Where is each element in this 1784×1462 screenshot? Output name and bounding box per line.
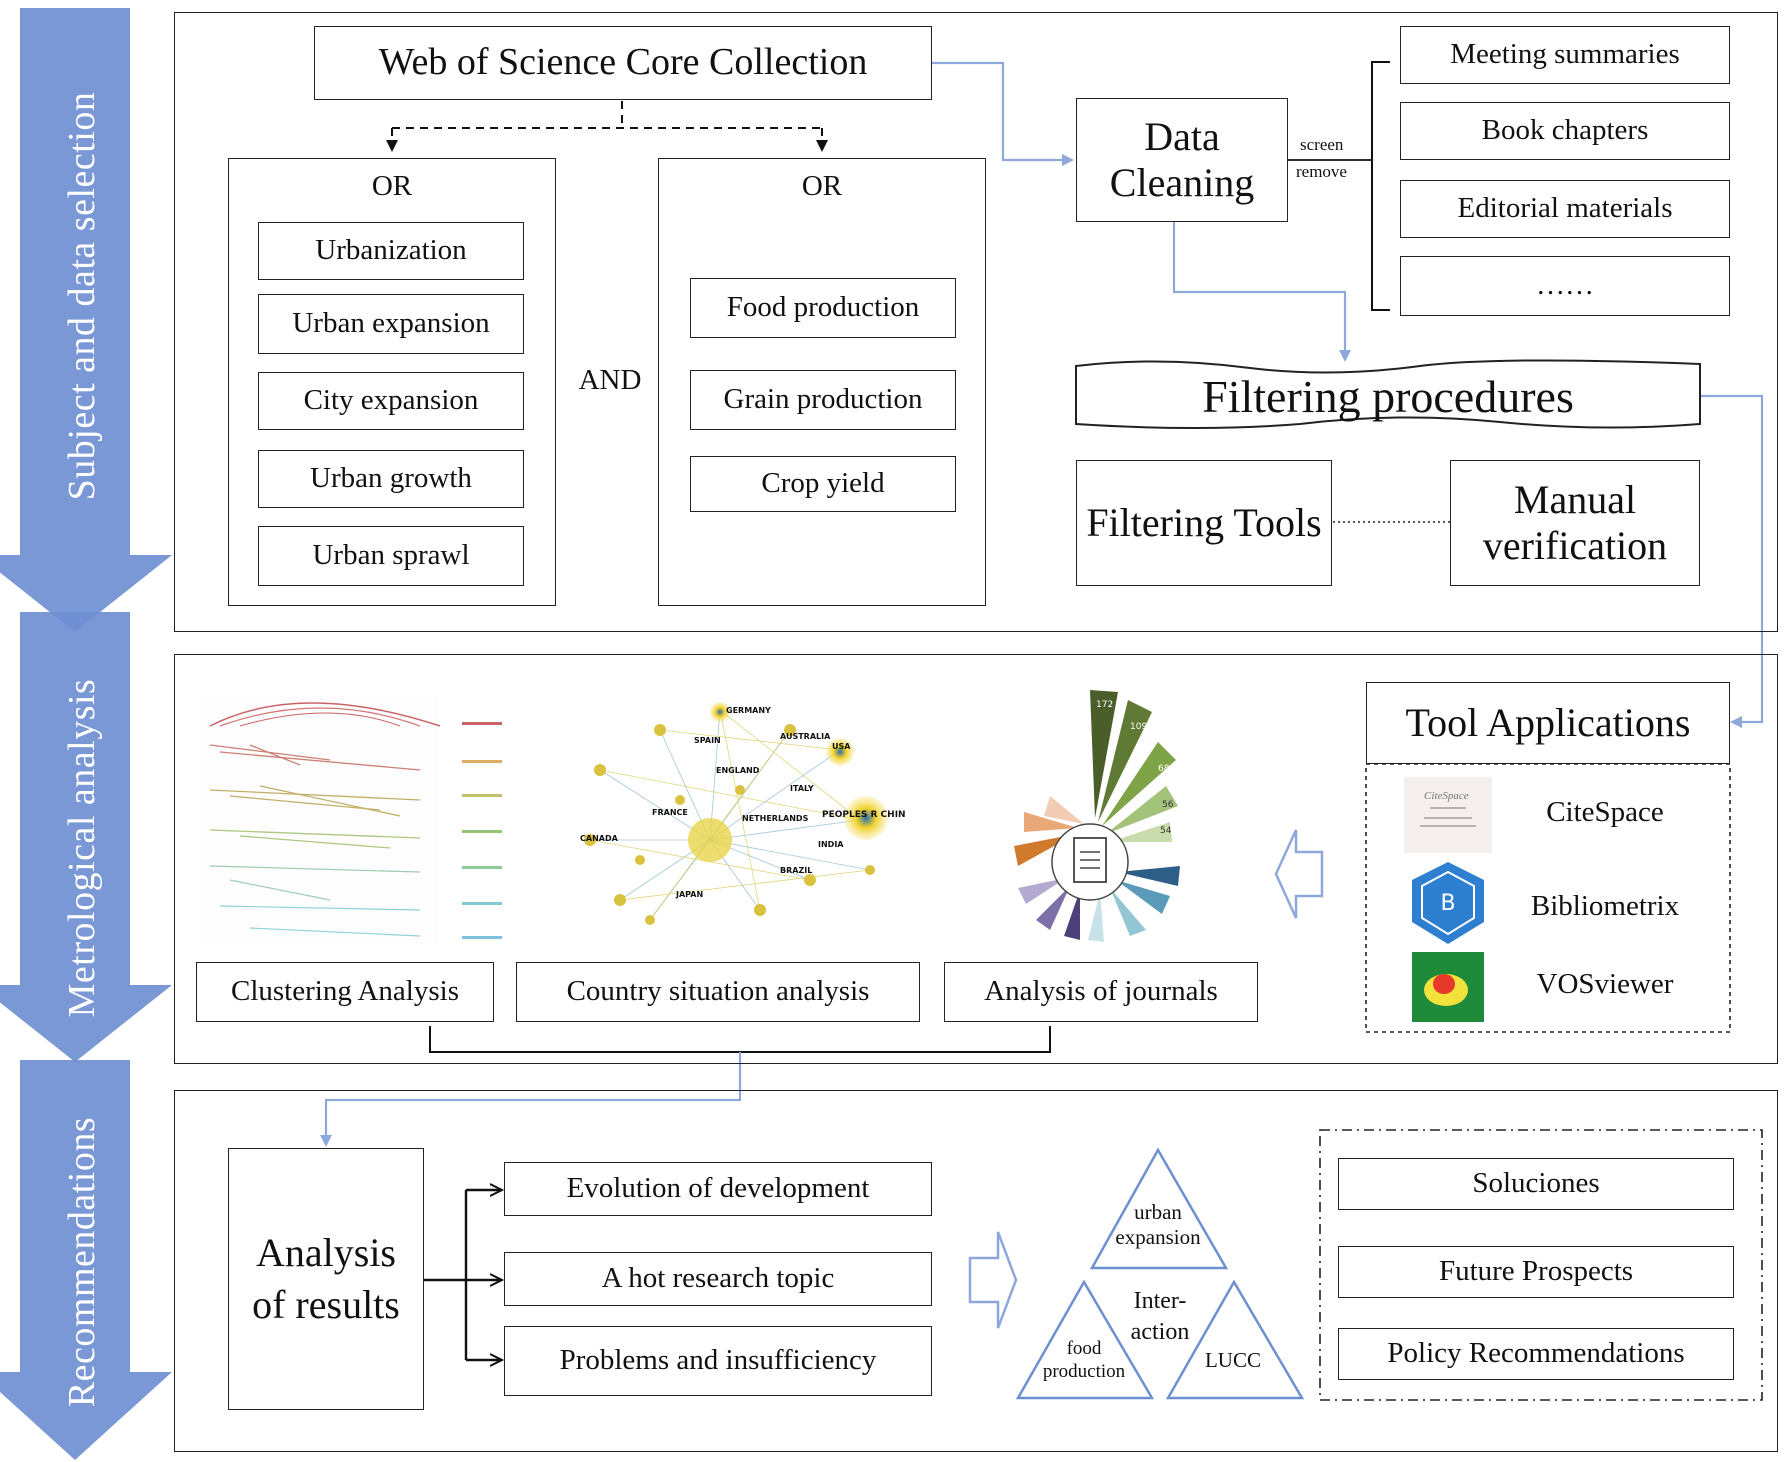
citespace-logo-text: CiteSpace xyxy=(1424,790,1469,802)
network-label-england: ENGLAND xyxy=(716,766,760,775)
triangle-right xyxy=(1165,1279,1305,1400)
term-grain-production: Grain production xyxy=(690,370,956,430)
network-label-canada: CANADA xyxy=(580,834,618,843)
outcome-evolution: Evolution of development xyxy=(504,1162,932,1216)
country-analysis-box: Country situation analysis xyxy=(516,962,920,1022)
filtering-to-tools-connector xyxy=(1700,394,1764,728)
term-urbanization: Urbanization xyxy=(258,222,524,280)
journals-analysis-box: Analysis of journals xyxy=(944,962,1258,1022)
network-label-italy: ITALY xyxy=(790,784,814,793)
removed-editorial-materials: Editorial materials xyxy=(1400,180,1730,238)
proposal-solutions: Soluciones xyxy=(1338,1158,1734,1210)
stage-arrow-1 xyxy=(0,8,172,632)
journal-value-5: 54 xyxy=(1160,826,1172,836)
term-urban-expansion: Urban expansion xyxy=(258,294,524,354)
term-urban-sprawl: Urban sprawl xyxy=(258,526,524,586)
stage-label-selection: Subject and data selection xyxy=(61,91,103,501)
term-food-production: Food production xyxy=(690,278,956,338)
svg-text:B: B xyxy=(1440,891,1455,916)
hollow-left-arrow xyxy=(1274,829,1324,919)
right-term-group xyxy=(658,158,986,606)
network-label-france: FRANCE xyxy=(652,808,688,817)
bibliometrix-logo-icon: B xyxy=(1412,862,1484,944)
filtering-tools-box: Filtering Tools xyxy=(1076,460,1332,586)
filtering-procedures-title: Filtering procedures xyxy=(1202,371,1574,422)
stage-arrow-3 xyxy=(0,1060,172,1460)
tool-citespace: CiteSpace xyxy=(1546,796,1664,828)
journal-value-2: 109 xyxy=(1130,722,1148,732)
proposals-frame xyxy=(1319,1129,1763,1401)
left-or-label: OR xyxy=(371,170,413,202)
wos-to-cleaning-connector xyxy=(932,61,1074,166)
filtering-banner-shape xyxy=(1075,359,1701,429)
triangle-right-label: LUCC xyxy=(1204,1348,1261,1372)
manual-verification-box: Manual verification xyxy=(1450,460,1700,586)
selection-panel xyxy=(174,12,1778,632)
tool-vosviewer: VOSviewer xyxy=(1536,968,1674,1000)
network-label-japan: JAPAN xyxy=(676,890,704,899)
remove-label: remove xyxy=(1296,162,1347,181)
proposal-policy: Policy Recommendations xyxy=(1338,1328,1734,1380)
triangle-top xyxy=(1089,1147,1229,1270)
removed-book-chapters: Book chapters xyxy=(1400,102,1730,160)
clustering-analysis-box: Clustering Analysis xyxy=(196,962,494,1022)
network-label-germany: GERMANY xyxy=(726,706,771,715)
tool-list-frame xyxy=(1365,763,1731,1033)
recommendations-panel xyxy=(174,1090,1778,1452)
triangle-left xyxy=(1015,1279,1155,1400)
network-label-brazil: BRAZIL xyxy=(780,866,813,875)
removed-meeting-summaries: Meeting summaries xyxy=(1400,26,1730,84)
removed-bracket xyxy=(1371,61,1390,311)
triangle-top-label: urban expansion xyxy=(1115,1200,1201,1250)
network-label-usa: USA xyxy=(832,742,851,751)
term-urban-growth: Urban growth xyxy=(258,450,524,508)
clustering-thumbnail xyxy=(198,696,502,946)
network-label-india: INDIA xyxy=(818,840,844,849)
analysis-panel xyxy=(174,654,1778,1064)
analysis-results-box: Analysis of results xyxy=(228,1148,424,1410)
stage-arrow-2 xyxy=(0,612,172,1062)
term-crop-yield: Crop yield xyxy=(690,456,956,512)
data-cleaning-box: Data Cleaning xyxy=(1076,98,1288,222)
journals-radial-thumbnail xyxy=(1014,690,1180,942)
triangle-center-label: Inter-action xyxy=(1130,1288,1190,1346)
left-term-group xyxy=(228,158,556,606)
analyses-to-results-connector xyxy=(320,1052,742,1147)
right-or-label: OR xyxy=(801,170,843,202)
outcome-problems: Problems and insufficiency xyxy=(504,1326,932,1396)
journal-value-4: 56 xyxy=(1162,800,1174,810)
network-label-china: PEOPLES R CHIN xyxy=(822,810,906,820)
term-city-expansion: City expansion xyxy=(258,372,524,430)
tool-bibliometrix: Bibliometrix xyxy=(1530,890,1680,922)
journal-value-3: 68 xyxy=(1158,764,1170,774)
wos-split-connector xyxy=(386,101,828,152)
triangle-left-label: food production xyxy=(1042,1338,1126,1382)
results-branch-connector xyxy=(424,1190,502,1360)
outcome-hot-topic: A hot research topic xyxy=(504,1252,932,1306)
screen-label: screen xyxy=(1300,135,1344,154)
cleaning-to-filtering-connector xyxy=(1172,222,1351,362)
country-network-thumbnail xyxy=(584,702,888,925)
tool-applications-box: Tool Applications xyxy=(1366,682,1730,764)
and-operator: AND xyxy=(578,364,642,396)
stage-label-recommendations: Recommendations xyxy=(61,1116,103,1408)
network-label-netherlands: NETHERLANDS xyxy=(742,814,809,823)
proposal-future: Future Prospects xyxy=(1338,1246,1734,1298)
network-label-spain: SPAIN xyxy=(694,736,721,745)
stage-label-analysis: Metrological analysis xyxy=(61,678,103,1018)
hollow-right-arrow xyxy=(968,1231,1018,1329)
journal-value-1: 172 xyxy=(1096,700,1114,710)
vosviewer-logo-icon xyxy=(1412,952,1484,1022)
removed-more: …… xyxy=(1400,256,1730,316)
wos-source-box: Web of Science Core Collection xyxy=(314,26,932,100)
network-label-australia: AUSTRALIA xyxy=(780,732,831,741)
citespace-logo-icon xyxy=(1404,777,1492,853)
